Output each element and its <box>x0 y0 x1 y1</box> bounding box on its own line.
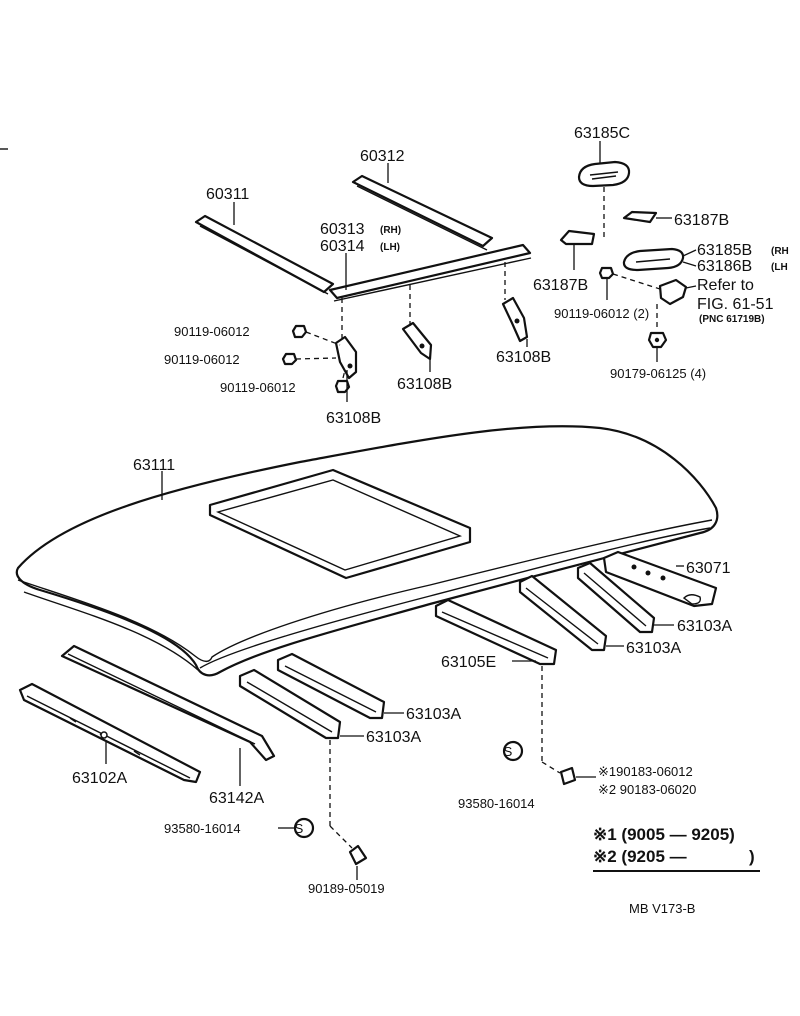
label-clip-1: ※190183-06012 <box>598 764 693 779</box>
label-63111: 63111 <box>133 457 175 474</box>
legend-notes: ※1 (9005 — 9205) ※2 (9205 — ) <box>593 825 760 872</box>
lamp-63185C <box>577 160 631 188</box>
label-63187B-lower: 63187B <box>533 277 588 294</box>
label-60311: 60311 <box>206 186 249 203</box>
label-63186B: 63186B <box>697 258 752 275</box>
bow-63103A-r1 <box>576 561 656 634</box>
nut-icon <box>647 331 668 349</box>
label-63105E: 63105E <box>441 654 496 671</box>
bow-63105E <box>434 598 558 666</box>
label-63103A-l2: 63103A <box>366 729 421 746</box>
label-60313: 60313 <box>320 221 365 238</box>
legend-note-2: ※2 (9205 — <box>593 847 687 866</box>
label-63102A: 63102A <box>72 770 127 787</box>
clip-icon-right <box>559 766 577 786</box>
seal-symbol-left: S <box>295 821 304 836</box>
label-63108B-right: 63108B <box>496 349 551 366</box>
drawing-number: MB V173-B <box>629 901 695 916</box>
label-63108B-mid: 63108B <box>397 376 452 393</box>
label-fig-ref: FIG. 61-51 <box>697 296 774 313</box>
label-rh-1: (RH) <box>380 225 401 236</box>
clip-63187B-lower <box>559 229 596 246</box>
clip-63187B-upper <box>622 210 658 224</box>
label-bolt-3: 90119-06012 <box>220 380 296 395</box>
bracket-63108B-mid <box>401 321 433 361</box>
seal-icon-right <box>502 740 524 762</box>
legend-note-1: ※1 (9005 — 9205) <box>593 825 735 844</box>
rail-63142A <box>60 644 276 762</box>
bolt-icon-2 <box>281 352 337 366</box>
label-pnc-ref: (PNC 61719B) <box>699 314 765 325</box>
rail-60312 <box>351 174 494 251</box>
bracket-icon-lamp <box>658 278 688 306</box>
bow-63103A-l1 <box>276 652 386 720</box>
seal-symbol-right: S <box>504 744 513 759</box>
label-60312: 60312 <box>360 148 405 165</box>
label-60314: 60314 <box>320 238 365 255</box>
label-lh-1: (LH) <box>380 242 400 253</box>
clip-icon-left <box>348 844 368 866</box>
label-63103A-l1: 63103A <box>406 706 461 723</box>
reinforcement-63071 <box>602 550 718 608</box>
lamp-63185B <box>622 247 685 272</box>
label-refer-to: Refer to <box>697 277 754 294</box>
label-63071: 63071 <box>686 560 731 577</box>
label-63142A: 63142A <box>209 790 264 807</box>
label-bolt-4: 90119-06012 (2) <box>554 306 649 321</box>
label-bolt-1: 90119-06012 <box>174 324 250 339</box>
seal-icon-left <box>293 817 315 839</box>
bow-63103A-r2 <box>518 574 608 652</box>
label-seal-right: 93580-16014 <box>458 796 535 811</box>
label-63103A-r2: 63103A <box>626 640 681 657</box>
rail-60311 <box>194 214 335 295</box>
bracket-63108B-right <box>501 296 529 343</box>
label-63185B: 63185B <box>697 242 752 259</box>
label-clip-2: ※2 90183-06020 <box>598 782 696 797</box>
bolt-icon-1 <box>291 324 341 346</box>
label-63187B-upper: 63187B <box>674 212 729 229</box>
bow-63103A-l2 <box>238 668 342 740</box>
label-63108B-left: 63108B <box>326 410 381 427</box>
rail-63102A <box>18 682 202 784</box>
bracket-63108B-left <box>334 335 358 380</box>
rail-60313 <box>328 243 532 302</box>
label-63185C: 63185C <box>574 125 630 142</box>
label-clip-3: 90189-05019 <box>308 881 385 896</box>
label-seal-left: 93580-16014 <box>164 821 241 836</box>
bolt-icon-4 <box>598 266 615 280</box>
label-bolt-2: 90119-06012 <box>164 352 240 367</box>
label-nut: 90179-06125 (4) <box>610 366 706 381</box>
label-lh-2: (LH <box>771 262 788 273</box>
legend-note-2-close: ) <box>749 847 755 866</box>
label-rh-2: (RH <box>771 246 789 257</box>
label-63103A-r1: 63103A <box>677 618 732 635</box>
roof-panel-63111 <box>15 425 719 677</box>
